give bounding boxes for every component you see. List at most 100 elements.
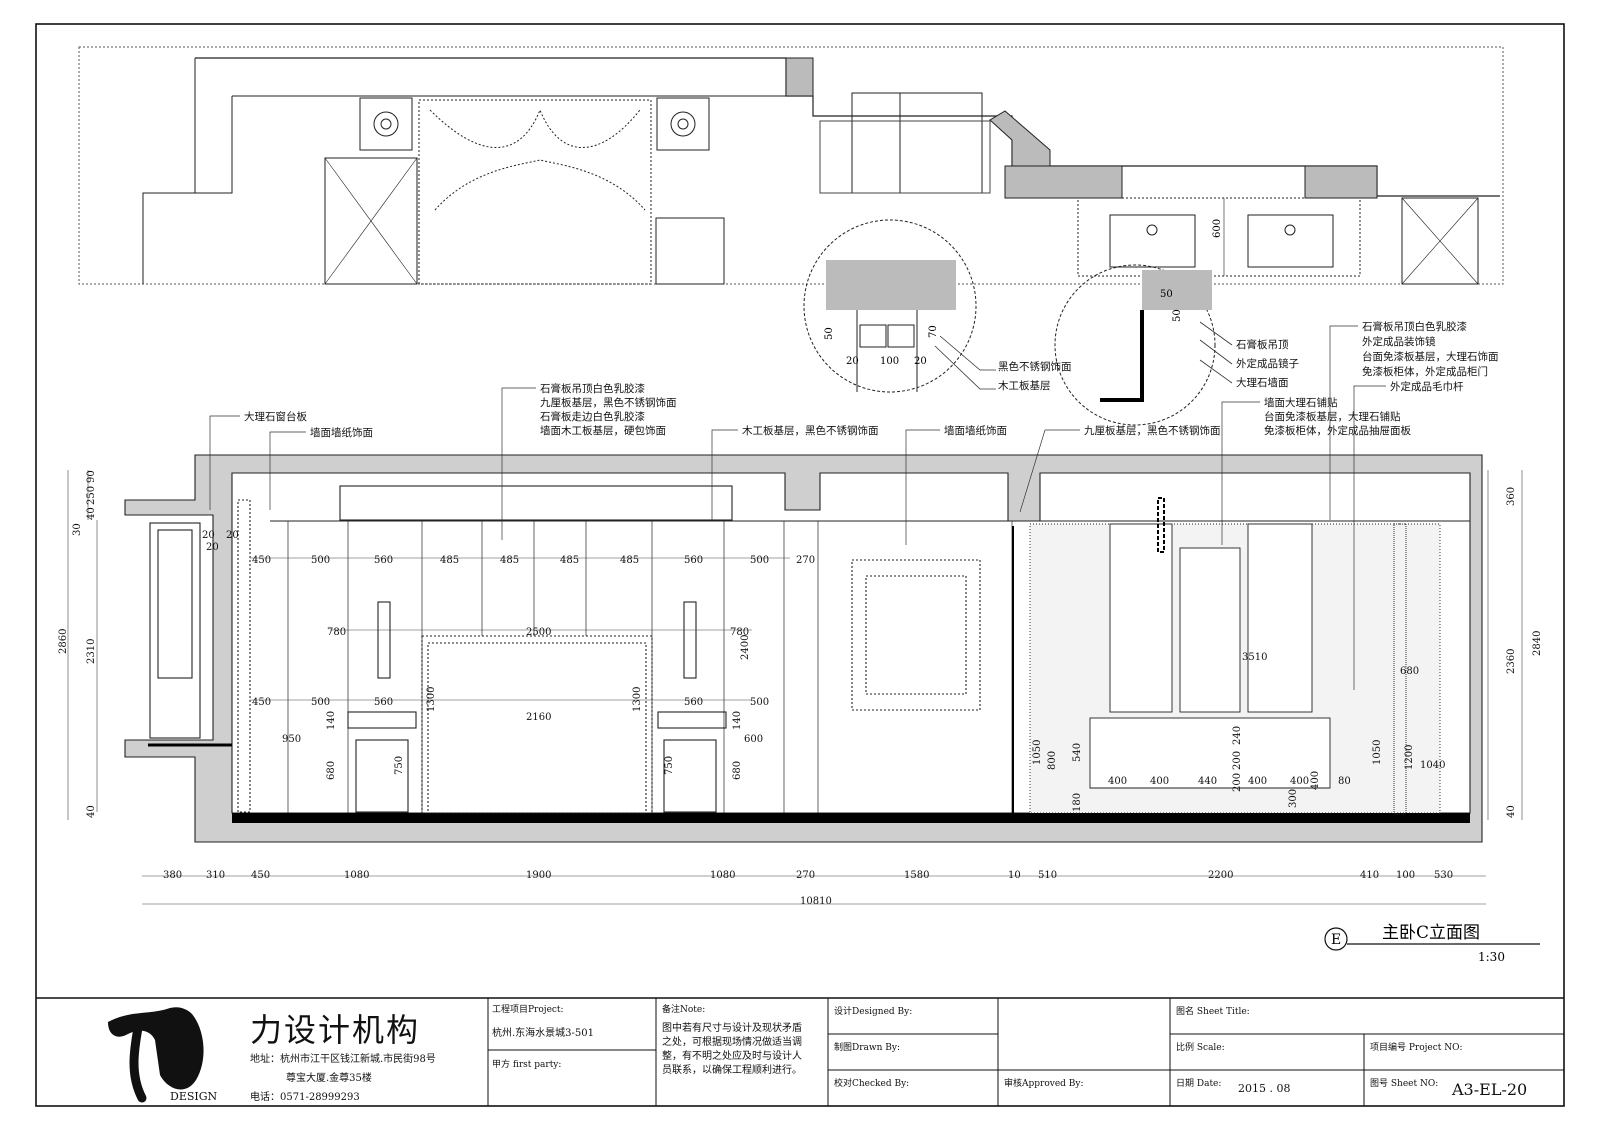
sheet-scale: 1:30: [1478, 950, 1505, 964]
dim-label: 680: [326, 761, 337, 780]
mid-label: 墙面墙纸饰面: [944, 424, 1007, 437]
dim-label: 485: [620, 555, 639, 566]
dim-label: 30: [72, 523, 83, 536]
right-label: 台面免漆板基层，大理石饰面: [1362, 350, 1499, 363]
dim-label: 1580: [904, 870, 929, 881]
plan-dim: 600: [1212, 219, 1223, 238]
dim-label: 560: [684, 555, 703, 566]
dim-label: 450: [252, 697, 271, 708]
dim-label: 800: [1047, 751, 1058, 770]
company-phone: 电话：0571-28999293: [250, 1092, 360, 1103]
mid-label: 木工板基层，黑色不锈钢饰面: [742, 424, 879, 437]
detail1-dim: 70: [928, 325, 939, 338]
center-label: 墙面木工板基层，硬包饰面: [540, 424, 666, 437]
sheet-border: [35, 23, 1565, 1107]
dim-label: 950: [282, 734, 301, 745]
dim-label: 1050: [1032, 740, 1043, 765]
dim-label: 1900: [526, 870, 551, 881]
dim-label: 100: [1396, 870, 1415, 881]
approved-label: 审核Approved By:: [1004, 1079, 1084, 1089]
company-address: 地址：杭州市江干区钱江新城.市民街98号: [250, 1054, 436, 1065]
dim-label: 80: [1338, 776, 1351, 787]
dim-label: 450: [252, 555, 271, 566]
dim-label: 2360: [1506, 649, 1517, 674]
note-text: 图中若有尺寸与设计及现状矛盾 之处，可根据现场情况做适当调 整，有不明之处应及时…: [662, 1022, 802, 1078]
dim-label: 40: [1506, 805, 1517, 818]
dim-label: 485: [560, 555, 579, 566]
dim-label: 560: [374, 555, 393, 566]
right-mid-label: 墙面大理石铺贴: [1264, 396, 1338, 409]
dim-label: 780: [730, 627, 749, 638]
dim-label: 560: [684, 697, 703, 708]
note-label: 备注Note:: [662, 1005, 706, 1015]
dim-label: 680: [1400, 666, 1419, 677]
dim-label: 440: [1198, 776, 1217, 787]
title-block-grid: [487, 998, 1564, 1106]
dim-label: 2160: [526, 712, 551, 723]
dim-label: 20: [226, 530, 239, 541]
center-label: 石膏板吊顶白色乳胶漆: [540, 382, 645, 395]
dim-label: 250: [86, 486, 97, 505]
dim-label: 500: [750, 555, 769, 566]
detail2-dim: 50: [1172, 309, 1183, 322]
date-value: 2015 . 08: [1238, 1082, 1291, 1095]
project-no-label: 项目编号 Project NO:: [1370, 1043, 1463, 1053]
right-mid-label: 免漆板柜体，外定成品抽屉面板: [1264, 424, 1411, 437]
dim-label: 485: [500, 555, 519, 566]
right-mid-label: 台面免漆板基层，大理石铺贴: [1264, 410, 1401, 423]
detail1-label: 木工板基层: [998, 379, 1051, 392]
right-label: 石膏板吊顶白色乳胶漆: [1362, 320, 1467, 333]
dim-label: 400: [1290, 776, 1309, 787]
sheet-no-value: A3-EL-20: [1452, 1080, 1528, 1099]
dim-label: 1040: [1420, 760, 1445, 771]
project-label: 工程项目Project:: [492, 1005, 564, 1015]
dim-label: 10810: [800, 896, 832, 907]
right-label: 免漆板柜体，外定成品柜门: [1362, 365, 1488, 378]
project-value: 杭州.东海水景城3-501: [492, 1028, 595, 1039]
marker-label: E: [1331, 932, 1341, 948]
dim-label: 1200: [1404, 745, 1415, 770]
dim-label: 680: [732, 761, 743, 780]
dim-label: 90: [86, 470, 97, 483]
company-logo: [108, 1007, 204, 1103]
dim-label: 410: [1360, 870, 1379, 881]
center-label: 九厘板基层，黑色不锈钢饰面: [540, 396, 677, 409]
dim-label: 40: [86, 805, 97, 818]
company-name: 力设计机构: [250, 1011, 421, 1049]
dim-label: 530: [1434, 870, 1453, 881]
sheet-title-marker: E 主卧C立面图 1:30: [1324, 923, 1540, 964]
bottom-dims: 380 310 450 1080 1900 1080 270 1580 10 5…: [142, 870, 1486, 907]
dim-label: 400: [1310, 771, 1321, 790]
detail1-dim: 20: [846, 356, 859, 367]
dim-label: 500: [311, 697, 330, 708]
dim-label: 1080: [344, 870, 369, 881]
left-label: 墙面墙纸饰面: [310, 426, 373, 439]
dim-label: 140: [732, 711, 743, 730]
dim-label: 300: [1288, 789, 1299, 808]
right-label: 外定成品装饰镜: [1362, 335, 1436, 348]
date-label: 日期 Date:: [1176, 1079, 1222, 1089]
dim-label: 180: [1072, 793, 1083, 812]
detail1-dim: 50: [824, 327, 835, 340]
dim-label: 485: [440, 555, 459, 566]
dim-label: 310: [206, 870, 225, 881]
dim-label: 2860: [58, 629, 69, 654]
detail2-label: 大理石墙面: [1236, 376, 1289, 389]
top-dims: 450 500 560 485 485 485 485 560 500 270 …: [250, 555, 815, 723]
note-line: 员联系，以确保工程顺利进行。: [662, 1065, 802, 1076]
detail2-label: 石膏板吊顶: [1236, 338, 1289, 351]
center-label: 石膏板走边白色乳胶漆: [540, 410, 645, 423]
dim-label: 600: [744, 734, 763, 745]
drawn-label: 制图Drawn By:: [834, 1043, 900, 1053]
dim-label: 540: [1072, 743, 1083, 762]
dim-label: 240: [1232, 726, 1243, 745]
right-label: 外定成品毛巾杆: [1390, 380, 1464, 393]
dim-label: 1050: [1372, 740, 1383, 765]
inner-dims: 1300 1300 2400 600 140 140 680 750 750 6…: [282, 635, 1445, 812]
dim-label: 1300: [426, 687, 437, 712]
dim-label: 2200: [1208, 870, 1233, 881]
left-label: 大理石窗台板: [244, 410, 307, 423]
dim-label: 20: [202, 530, 215, 541]
dim-label: 1300: [632, 687, 643, 712]
note-line: 图中若有尺寸与设计及现状矛盾: [662, 1023, 802, 1034]
